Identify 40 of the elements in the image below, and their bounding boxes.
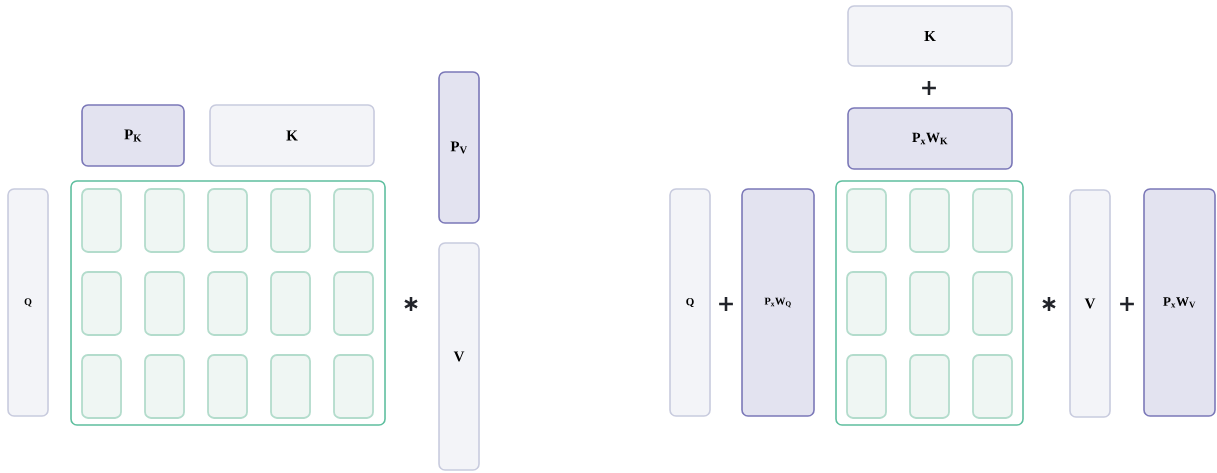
value-box: K (209, 104, 375, 167)
matrix-cell (846, 354, 887, 419)
matrix-cell (270, 271, 311, 336)
matrix-cell (81, 188, 122, 253)
matrix-cell (207, 354, 248, 419)
matrix-cell (81, 271, 122, 336)
matrix-cell (333, 354, 374, 419)
matrix-cell (333, 188, 374, 253)
value-box: Q (7, 188, 49, 417)
value-box: V (1069, 189, 1111, 418)
matrix-cell (972, 271, 1013, 336)
matrix-cell (846, 188, 887, 253)
operator-sign: ∗ (1042, 297, 1056, 311)
matrix-cell (207, 271, 248, 336)
matrix-cell (144, 354, 185, 419)
operator-sign: ∗ (404, 297, 418, 311)
value-box: Q (669, 188, 711, 417)
value-box: P$_{K}$ (81, 104, 185, 167)
operator-sign: + (719, 297, 733, 311)
matrix-cell (333, 271, 374, 336)
operator-sign: + (922, 81, 936, 95)
operator-sign: + (1120, 297, 1134, 311)
matrix-cell (270, 188, 311, 253)
value-box: P$_{V}$ (438, 71, 480, 224)
matrix-cell (207, 188, 248, 253)
matrix-cell (144, 271, 185, 336)
matrix-cell (972, 354, 1013, 419)
matrix-cell (144, 188, 185, 253)
value-box: K (847, 5, 1013, 67)
value-box: P$_{x}$W$_{K}$ (847, 107, 1013, 170)
value-box: P$_{x}$W$_{Q}$ (741, 188, 815, 417)
matrix-cell (909, 354, 950, 419)
value-box: P$_{x}$W$_{V}$ (1143, 188, 1216, 417)
matrix-cell (270, 354, 311, 419)
value-box: V (438, 242, 480, 471)
matrix-cell (909, 188, 950, 253)
matrix-cell (909, 271, 950, 336)
matrix-cell (846, 271, 887, 336)
matrix-cell (972, 188, 1013, 253)
matrix-cell (81, 354, 122, 419)
